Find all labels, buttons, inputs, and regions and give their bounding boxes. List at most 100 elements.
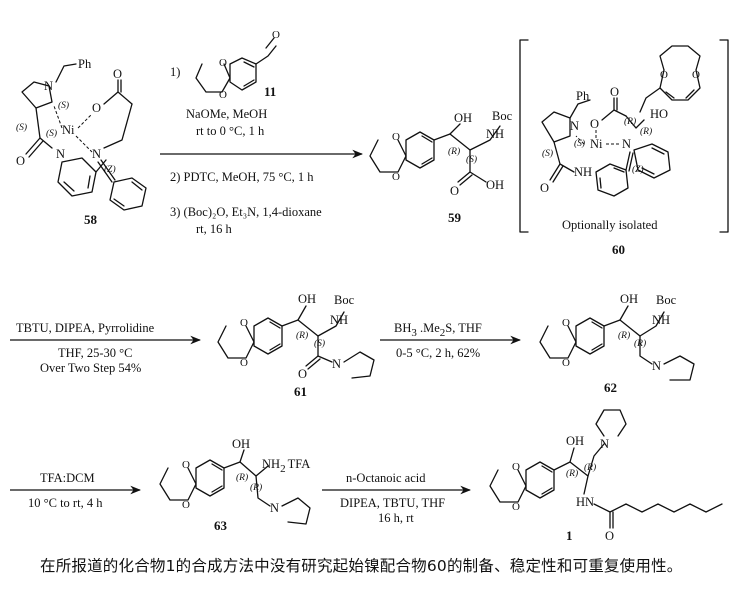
c61-n: N [332,357,341,371]
c62-nh: NH [652,313,670,327]
c62-n: N [652,359,661,373]
c60-n2: N [622,137,631,151]
step4-below: 10 °C to rt, 4 h [28,496,103,510]
c63-stereo-r2: (R) [250,482,262,493]
c1-n: N [600,437,609,451]
c58-stereo-s1: (S) [58,100,69,111]
svg-text:O: O [562,317,570,329]
caption-text: 在所报道的化合物1的合成方法中没有研究起始镍配合物60的制备、稳定性和可重复使用… [40,557,683,575]
c60-number: 60 [612,242,625,257]
c60-o1: O [590,117,599,131]
c11-number: 11 [264,84,276,99]
c60-ho: HO [650,107,668,121]
compound-61: O O OH NH Boc (R) (S) O N 61 [217,292,375,399]
step5-conditions: n-Octanoic acid DIPEA, TBTU, THF 16 h, r… [322,471,472,525]
c60-ni: Ni [590,137,603,151]
c60-nh: NH [574,165,592,179]
c1-oh: OH [566,434,584,448]
c59-number: 59 [448,210,462,225]
step1-item2: 2) PDTC, MeOH, 75 °C, 1 h [170,170,314,184]
c59-o-acid: O [450,184,459,198]
svg-text:O: O [692,69,700,81]
c60-stereo-s1: (S) [542,148,553,159]
c63-number: 63 [214,518,228,533]
c59-oh: OH [454,111,472,125]
c63-n: N [270,501,279,515]
step2-below2: Over Two Step 54% [40,361,141,375]
c58-o-ester: O [92,101,101,115]
c1-nh: HN [576,495,594,509]
c11-o: O [272,29,280,41]
svg-text:O: O [392,171,400,183]
c61-o: O [298,367,307,381]
step2-below1: THF, 25-30 °C [58,346,133,360]
bracket-left [519,39,529,233]
step3-below: 0-5 °C, 2 h, 62% [396,346,480,360]
c62-number: 62 [604,380,617,395]
c59-cooh: OH [486,178,504,192]
svg-text:O: O [512,461,520,473]
c1-number: 1 [566,528,573,543]
c63-stereo-r1: (R) [236,472,248,483]
step5-above: n-Octanoic acid [346,471,426,485]
bracket-right [719,39,729,233]
compound-11: 1) O O O 11 [170,29,280,101]
svg-text:O: O [540,181,549,195]
c1-stereo-r2: (R) [584,462,596,473]
c59-stereo-r: (R) [448,146,460,157]
synthesis-scheme: N Ph (S) (S) (S) O Ni O O N N (Z) 58 [10,29,729,543]
c58-ph: Ph [78,57,92,71]
step2-above: TBTU, DIPEA, Pyrrolidine [16,321,155,335]
c61-nh: NH [330,313,348,327]
compound-62: O O OH NH Boc (R) (R) N 62 [539,292,695,395]
compound-59: O O OH NH Boc (R) (S) O OH 59 [369,109,513,225]
step3-above: BH3 .Me2S, THF [394,321,482,339]
step1-conditions: NaOMe, MeOH rt to 0 °C, 1 h 2) PDTC, MeO… [160,107,364,236]
c1-o: O [605,529,614,543]
c61-boc: Boc [334,293,355,307]
step5-below1: DIPEA, TBTU, THF [340,496,445,510]
c58-n2: N [92,147,101,161]
c60-note: Optionally isolated [562,218,658,232]
svg-text:O: O [512,501,520,513]
c59-nh: NH [486,127,504,141]
c63-oh: OH [232,437,250,451]
svg-text:O: O [240,357,248,369]
svg-text:O: O [113,67,122,81]
compound-1: O O OH N (R) (R) HN O 1 [489,409,723,543]
c58-ni: Ni [62,123,75,137]
c58-n3: N [56,147,65,161]
c58-number: 58 [84,212,98,227]
step1-temp: rt to 0 °C, 1 h [196,124,265,138]
c59-stereo-s: (S) [466,154,477,165]
svg-text:O: O [392,131,400,143]
c62-stereo-r1: (R) [618,330,630,341]
c62-oh: OH [620,292,638,306]
c60-ph: Ph [576,89,590,103]
svg-text:O: O [610,85,619,99]
c61-stereo-s: (S) [314,338,325,349]
svg-text:O: O [219,57,227,69]
step3-conditions: BH3 .Me2S, THF 0-5 °C, 2 h, 62% [380,321,522,360]
svg-text:O: O [182,499,190,511]
step2-conditions: TBTU, DIPEA, Pyrrolidine THF, 25-30 °C O… [10,321,202,375]
c58-stereo-z: (Z) [104,164,116,175]
svg-text:O: O [240,317,248,329]
step4-above: TFA:DCM [40,471,95,485]
step5-below2: 16 h, rt [378,511,414,525]
c58-stereo-s3: (S) [46,128,57,139]
compound-60: O O HO N Ph (S) (S) O O Ni N (R) (R) O N… [519,39,729,257]
c61-number: 61 [294,384,307,399]
svg-text:O: O [562,357,570,369]
step1-item3: 3) (Boc)₂O, Et₃N, 1,4-dioxane [170,205,322,219]
compound-58: N Ph (S) (S) (S) O Ni O O N N (Z) 58 [16,57,147,227]
c60-stereo-r2: (R) [640,126,652,137]
c61-stereo-r: (R) [296,330,308,341]
step1-reagent: NaOMe, MeOH [186,107,267,121]
c58-o-amide: O [16,154,25,168]
c59-boc: Boc [492,109,513,123]
step1-i1-label: 1) [170,65,180,79]
c60-n1: N [570,119,579,133]
c61-oh: OH [298,292,316,306]
